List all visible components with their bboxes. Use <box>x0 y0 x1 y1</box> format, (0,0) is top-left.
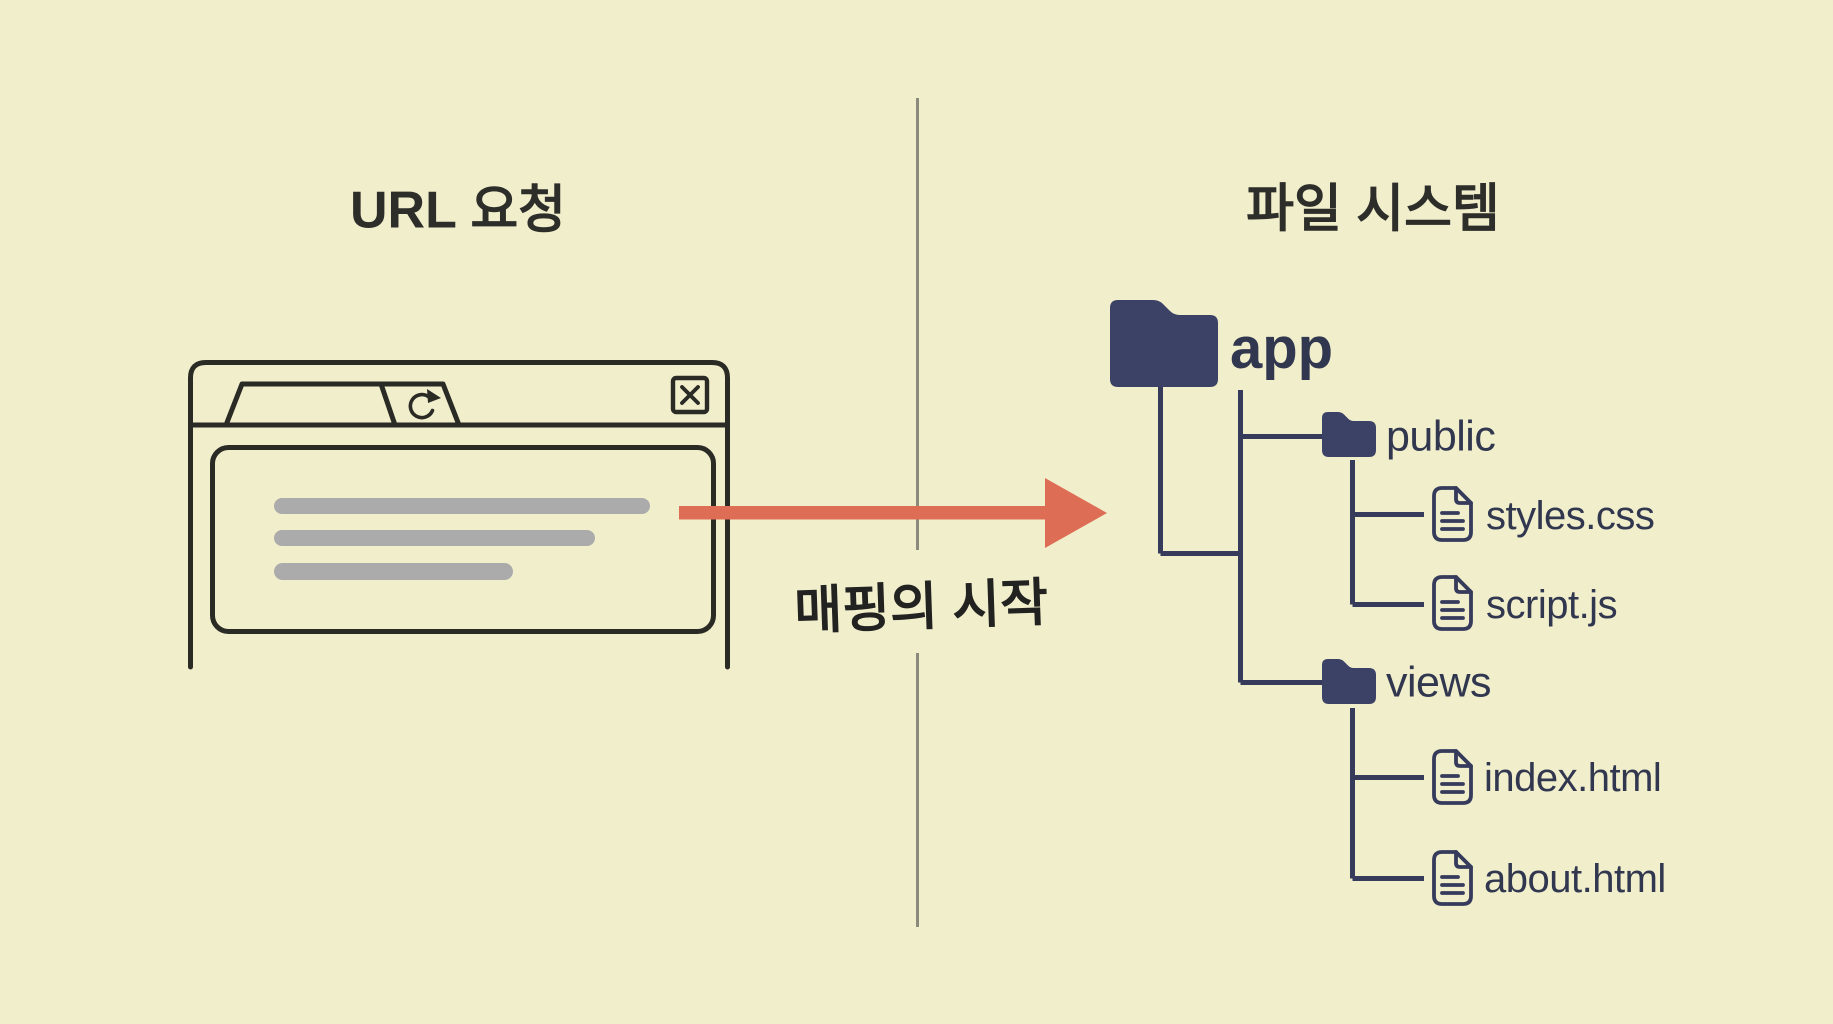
file-icon-about-html <box>1432 850 1473 906</box>
file-icon-styles-css <box>1432 486 1473 542</box>
mapping-arrow <box>679 478 1107 548</box>
arrow-head <box>1045 478 1107 548</box>
browser-tab-divider <box>378 383 398 426</box>
folder-icon-views <box>1322 659 1376 704</box>
close-icon <box>670 375 710 415</box>
browser-tab <box>223 381 462 426</box>
placeholder-line-2 <box>274 530 595 546</box>
left-panel-title: URL 요청 <box>349 181 567 240</box>
tree-label-script-js: script.js <box>1486 583 1618 627</box>
tree-label-about-html: about.html <box>1484 857 1666 901</box>
folder-icon-public <box>1322 412 1376 457</box>
browser-frame <box>188 360 730 670</box>
placeholder-line-3 <box>274 563 513 580</box>
tree-connectors <box>1158 387 1424 881</box>
right-panel-title: 파일 시스템 <box>1246 180 1500 239</box>
file-tree <box>1110 300 1473 906</box>
tree-label-views: views <box>1386 658 1492 707</box>
refresh-icon <box>408 389 441 420</box>
tree-label-public: public <box>1386 412 1496 461</box>
file-icon-script-js <box>1432 575 1473 631</box>
folder-icon-app <box>1110 300 1218 387</box>
placeholder-line-1 <box>274 498 650 514</box>
file-icon-index-html <box>1432 749 1473 805</box>
browser-content-box <box>210 445 716 634</box>
arrow-shaft <box>679 506 1047 520</box>
tree-label-app: app <box>1230 316 1334 381</box>
browser-window <box>188 360 730 670</box>
mapping-label: 매핑의 시작 <box>793 574 1049 641</box>
tree-label-index-html: index.html <box>1484 756 1662 800</box>
tree-label-styles-css: styles.css <box>1486 494 1655 538</box>
